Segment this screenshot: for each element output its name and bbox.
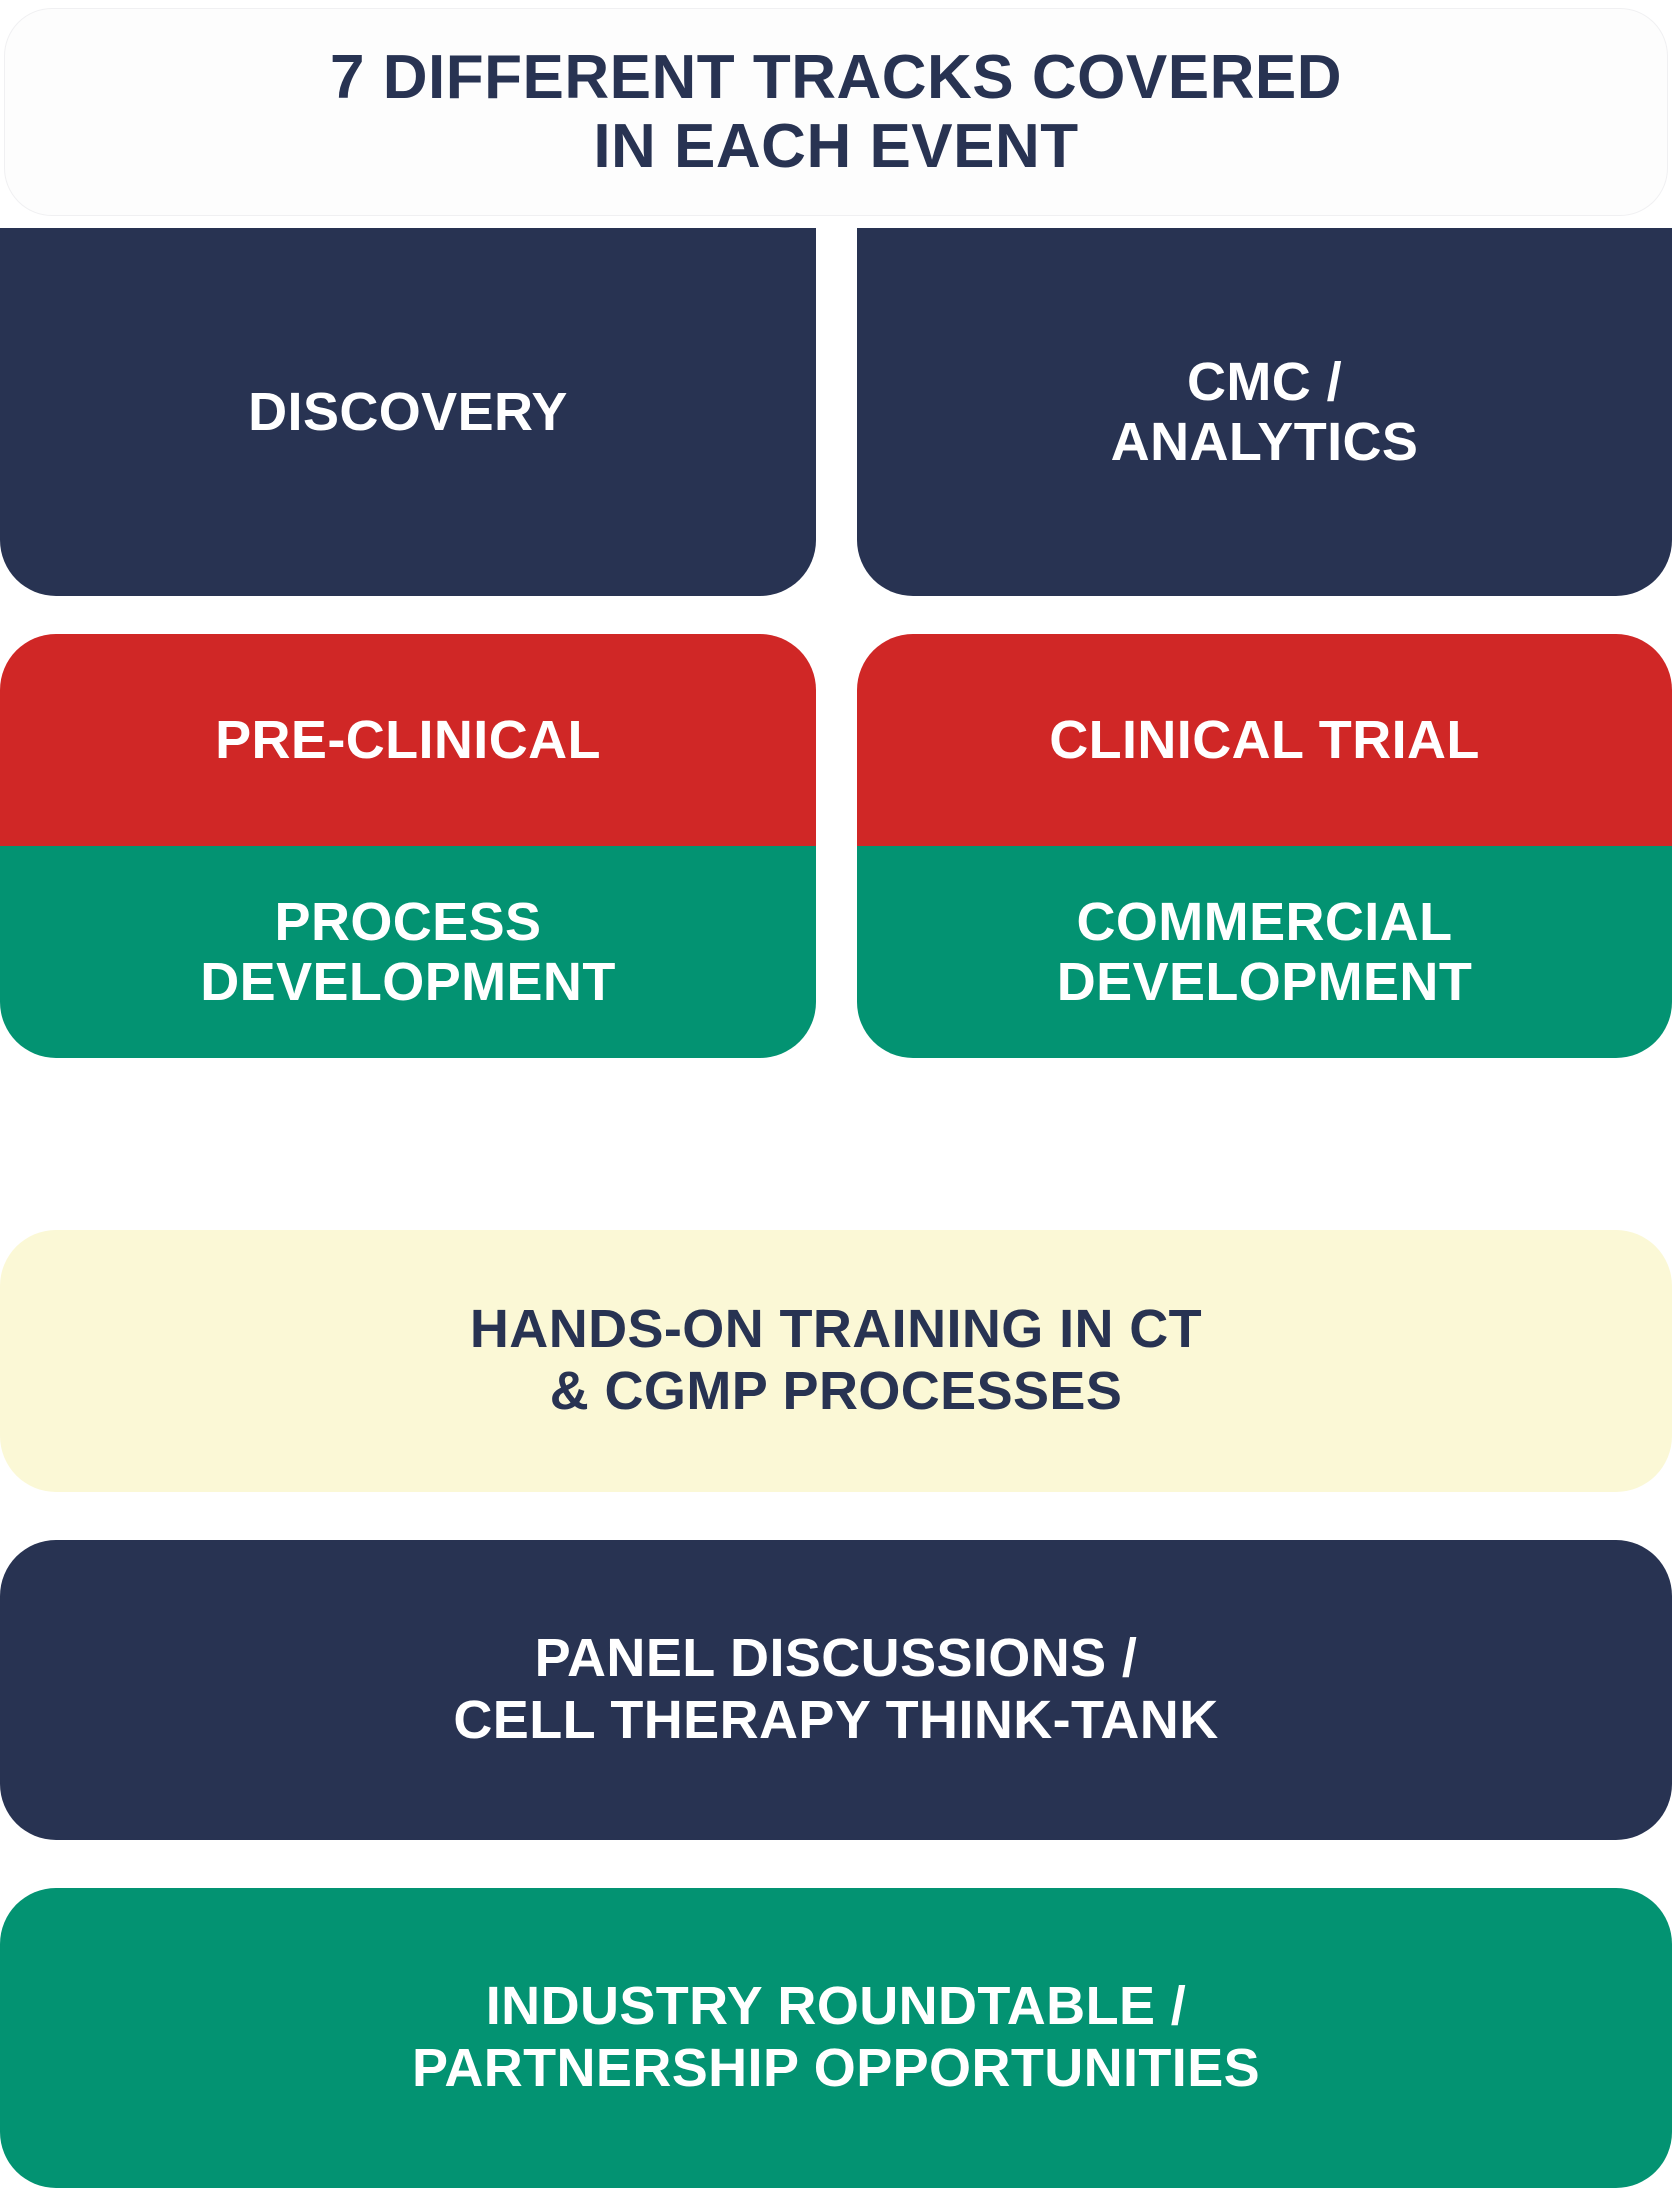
- track-label-industry-roundtable: Industry Roundtable / Partnership Opport…: [411, 1976, 1261, 2098]
- track-label-hands-on-training: Hands-On Training in CT & cGMP Processes: [469, 1299, 1203, 1421]
- track-label-pre-clinical: Pre-Clinical: [215, 709, 601, 770]
- page-title: 7 Different Tracks Covered in Each Event: [330, 42, 1342, 181]
- track-label-discovery: Discovery: [248, 381, 568, 442]
- track-tile-discovery[interactable]: Discovery: [0, 228, 816, 596]
- header-card: 7 Different Tracks Covered in Each Event: [4, 8, 1668, 216]
- track-tile-cmc-analytics[interactable]: CMC / Analytics: [857, 228, 1672, 596]
- track-tile-clinical-trial[interactable]: Clinical Trial: [857, 634, 1672, 846]
- track-label-cmc-analytics: CMC / Analytics: [1110, 351, 1419, 472]
- track-label-clinical-trial: Clinical Trial: [1049, 709, 1480, 770]
- track-label-commercial-development: Commercial Development: [1056, 891, 1473, 1012]
- track-band-industry-roundtable[interactable]: Industry Roundtable / Partnership Opport…: [0, 1888, 1672, 2188]
- track-tile-process-development[interactable]: Process Development: [0, 846, 816, 1058]
- track-label-panel-discussions: Panel Discussions / Cell Therapy Think-T…: [453, 1628, 1219, 1750]
- track-tile-commercial-development[interactable]: Commercial Development: [857, 846, 1672, 1058]
- track-label-process-development: Process Development: [200, 891, 616, 1012]
- track-tile-pre-clinical[interactable]: Pre-Clinical: [0, 634, 816, 846]
- track-band-panel-discussions[interactable]: Panel Discussions / Cell Therapy Think-T…: [0, 1540, 1672, 1840]
- track-band-hands-on-training[interactable]: Hands-On Training in CT & cGMP Processes: [0, 1230, 1672, 1492]
